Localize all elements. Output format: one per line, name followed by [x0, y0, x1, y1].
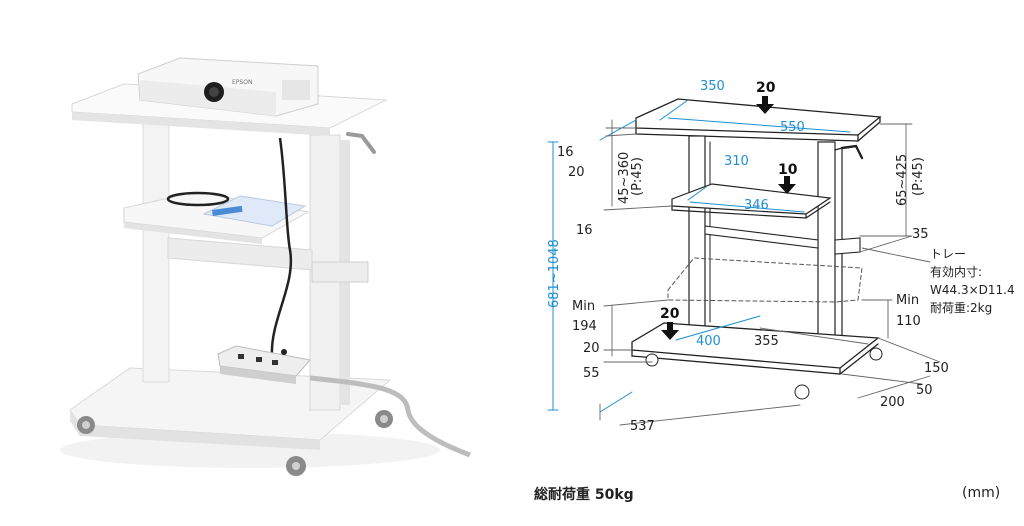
- base-d2-label: 50: [916, 383, 933, 398]
- top-thickness-a: 16: [557, 145, 574, 160]
- projector-brand: EPSON: [232, 79, 252, 86]
- load-arrow-icon: [661, 96, 796, 340]
- base-d3-label: 200: [880, 395, 905, 410]
- total-height-label: 681~1048: [547, 239, 562, 308]
- min-value-right: 110: [896, 314, 921, 329]
- base-inner-label: 355: [754, 334, 779, 349]
- tray-title: トレー: [930, 247, 966, 261]
- dimension-drawing: 350 550 310 346 400 681~1048 20 10 20 16…: [547, 79, 1015, 434]
- base-width-label: 537: [630, 419, 655, 434]
- unit-label: (mm): [962, 485, 1001, 501]
- tray-inner-size: W44.3×D11.4: [930, 283, 1015, 297]
- base-depth-label: 400: [696, 334, 721, 349]
- top-thickness-b: 20: [568, 165, 585, 180]
- upper-range-label: 45~360: [617, 152, 632, 204]
- min-value-left: 194: [572, 319, 597, 334]
- tray-load-label: 耐荷重:2kg: [930, 301, 992, 315]
- lower-pitch-label: (P:45): [911, 157, 926, 196]
- caster-icon: [77, 410, 393, 476]
- base-board-label: 20: [583, 341, 600, 356]
- shelf-thickness-label: 16: [576, 223, 593, 238]
- lower-range-label: 65~425: [895, 154, 910, 206]
- min-label-right: Min: [896, 293, 919, 308]
- top-width-label: 550: [780, 120, 805, 135]
- upper-pitch-label: (P:45): [630, 157, 645, 196]
- shelf-load-label: 10: [778, 162, 798, 178]
- power-strip-icon: [217, 345, 311, 384]
- caster-height-label: 55: [583, 366, 600, 381]
- shelf-gap-label: 35: [912, 227, 929, 242]
- min-label-left: Min: [572, 299, 595, 314]
- tray-inner-label: 有効内寸:: [930, 264, 982, 279]
- product-photo: EPSON: [60, 57, 471, 476]
- top-depth-label: 350: [700, 79, 725, 94]
- shelf-width-label: 346: [744, 198, 769, 213]
- projector-icon: EPSON: [137, 57, 319, 117]
- shelf-depth-label: 310: [724, 154, 749, 169]
- base-d1-label: 150: [924, 361, 949, 376]
- base-load-label: 20: [660, 306, 680, 322]
- total-load-caption: 総耐荷重 50kg: [534, 487, 634, 503]
- top-load-label: 20: [756, 80, 776, 96]
